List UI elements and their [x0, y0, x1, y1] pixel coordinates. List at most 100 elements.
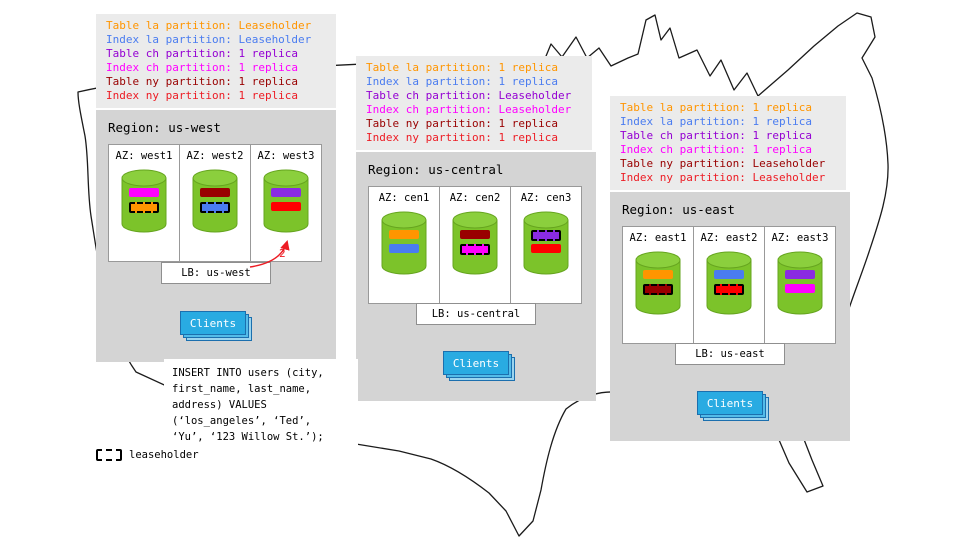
partition-bar — [531, 244, 561, 253]
az-cen3: AZ: cen3 — [510, 186, 582, 304]
legend-line: Table la partition: Leaseholder — [106, 19, 312, 32]
az-east1: AZ: east1 — [622, 226, 694, 344]
sql-line: ‘Yu’, ‘123 Willow St.’); — [172, 431, 324, 443]
legend-line: Table ch partition: Leaseholder — [366, 89, 572, 102]
region-panel-us-east: Region: us-east AZ: east1 AZ: east2 — [610, 192, 850, 441]
region-title: Region: us-west — [108, 120, 221, 135]
az-east2: AZ: east2 — [693, 226, 765, 344]
legend-line: Table ch partition: 1 replica — [620, 129, 813, 142]
az-west3: AZ: west3 — [250, 144, 322, 262]
partition-bars — [389, 230, 419, 258]
leaseholder-swatch-icon — [96, 449, 122, 461]
clients-us-west: Clients — [180, 311, 246, 335]
partition-bar — [643, 284, 673, 295]
legend-line: Index ch partition: Leaseholder — [366, 103, 572, 116]
az-west1: AZ: west1 — [108, 144, 180, 262]
az-row: AZ: west1 AZ: west2 — [108, 144, 322, 262]
az-label: AZ: cen3 — [520, 192, 572, 204]
partition-bar — [200, 202, 230, 213]
sql-line: (‘los_angeles’, ‘Ted’, — [172, 415, 312, 427]
az-label: AZ: west3 — [257, 150, 315, 162]
step-2-label: 2 — [279, 247, 286, 260]
database-node — [452, 211, 498, 281]
region-title: Region: us-central — [368, 162, 504, 177]
load-balancer-us-east: LB: us-east — [675, 343, 785, 365]
load-balancer-us-west: LB: us-west — [161, 262, 271, 284]
partition-bars — [714, 270, 744, 298]
legend-us-west: Table la partition: Leaseholder Index la… — [96, 14, 336, 108]
sql-line: INSERT INTO users (city, — [172, 367, 324, 379]
partition-bar — [200, 188, 230, 197]
region-panel-us-central: Region: us-central AZ: cen1 AZ: cen2 — [356, 152, 596, 401]
partition-bar — [531, 230, 561, 241]
legend-line: Table ny partition: 1 replica — [106, 75, 299, 88]
database-node — [263, 169, 309, 239]
az-label: AZ: cen2 — [449, 192, 501, 204]
partition-bar — [460, 230, 490, 239]
legend-line: Index ch partition: 1 replica — [620, 143, 813, 156]
legend-line: Index ny partition: 1 replica — [366, 131, 559, 144]
az-cen2: AZ: cen2 — [439, 186, 511, 304]
partition-bar — [271, 188, 301, 197]
az-label: AZ: west2 — [186, 150, 244, 162]
leaseholder-key-label: leaseholder — [129, 449, 199, 461]
legend-us-east: Table la partition: 1 replica Index la p… — [610, 96, 846, 190]
database-node — [706, 251, 752, 321]
database-node — [381, 211, 427, 281]
legend-us-central: Table la partition: 1 replica Index la p… — [356, 56, 592, 150]
partition-bar — [785, 270, 815, 279]
sql-line: first_name, last_name, — [172, 383, 312, 395]
region-panel-us-west: Region: us-west AZ: west1 AZ: west2 — [96, 110, 336, 362]
az-label: AZ: west1 — [115, 150, 173, 162]
legend-line: Index ny partition: Leaseholder — [620, 171, 826, 184]
load-balancer-us-central: LB: us-central — [416, 303, 536, 325]
partition-bar — [460, 244, 490, 255]
az-cen1: AZ: cen1 — [368, 186, 440, 304]
az-label: AZ: east3 — [771, 232, 829, 244]
partition-bar — [129, 188, 159, 197]
partition-bar — [643, 270, 673, 279]
legend-line: Table ny partition: Leaseholder — [620, 157, 826, 170]
az-label: AZ: cen1 — [378, 192, 430, 204]
partition-bars — [129, 188, 159, 216]
partition-bars — [460, 230, 490, 258]
database-node — [635, 251, 681, 321]
partition-bar — [271, 202, 301, 211]
leaseholder-key: leaseholder — [96, 449, 199, 461]
legend-line: Index la partition: Leaseholder — [106, 33, 312, 46]
az-west2: AZ: west2 — [179, 144, 251, 262]
legend-line: Table la partition: 1 replica — [366, 61, 559, 74]
legend-line: Table ny partition: 1 replica — [366, 117, 559, 130]
partition-bar — [714, 270, 744, 279]
partition-bar — [785, 284, 815, 293]
legend-line: Index ch partition: 1 replica — [106, 61, 299, 74]
az-row: AZ: east1 AZ: east2 — [622, 226, 836, 344]
legend-line: Index la partition: 1 replica — [366, 75, 559, 88]
az-east3: AZ: east3 — [764, 226, 836, 344]
legend-line: Index la partition: 1 replica — [620, 115, 813, 128]
legend-line: Table ch partition: 1 replica — [106, 47, 299, 60]
region-title: Region: us-east — [622, 202, 735, 217]
partition-bar — [389, 230, 419, 239]
az-label: AZ: east1 — [629, 232, 687, 244]
database-node — [121, 169, 167, 239]
az-row: AZ: cen1 AZ: cen2 — [368, 186, 582, 304]
legend-line: Index ny partition: 1 replica — [106, 89, 299, 102]
clients-us-central: Clients — [443, 351, 509, 375]
partition-bars — [785, 270, 815, 298]
partition-bar — [389, 244, 419, 253]
partition-bars — [271, 188, 301, 216]
database-node — [192, 169, 238, 239]
partition-bars — [200, 188, 230, 216]
legend-line: Table la partition: 1 replica — [620, 101, 813, 114]
database-node — [523, 211, 569, 281]
sql-statement: INSERT INTO users (city, first_name, las… — [164, 359, 358, 451]
partition-bars — [643, 270, 673, 298]
partition-bar — [129, 202, 159, 213]
sql-line: address) VALUES — [172, 399, 267, 411]
database-node — [777, 251, 823, 321]
clients-us-east: Clients — [697, 391, 763, 415]
partition-bar — [714, 284, 744, 295]
partition-bars — [531, 230, 561, 258]
az-label: AZ: east2 — [700, 232, 758, 244]
